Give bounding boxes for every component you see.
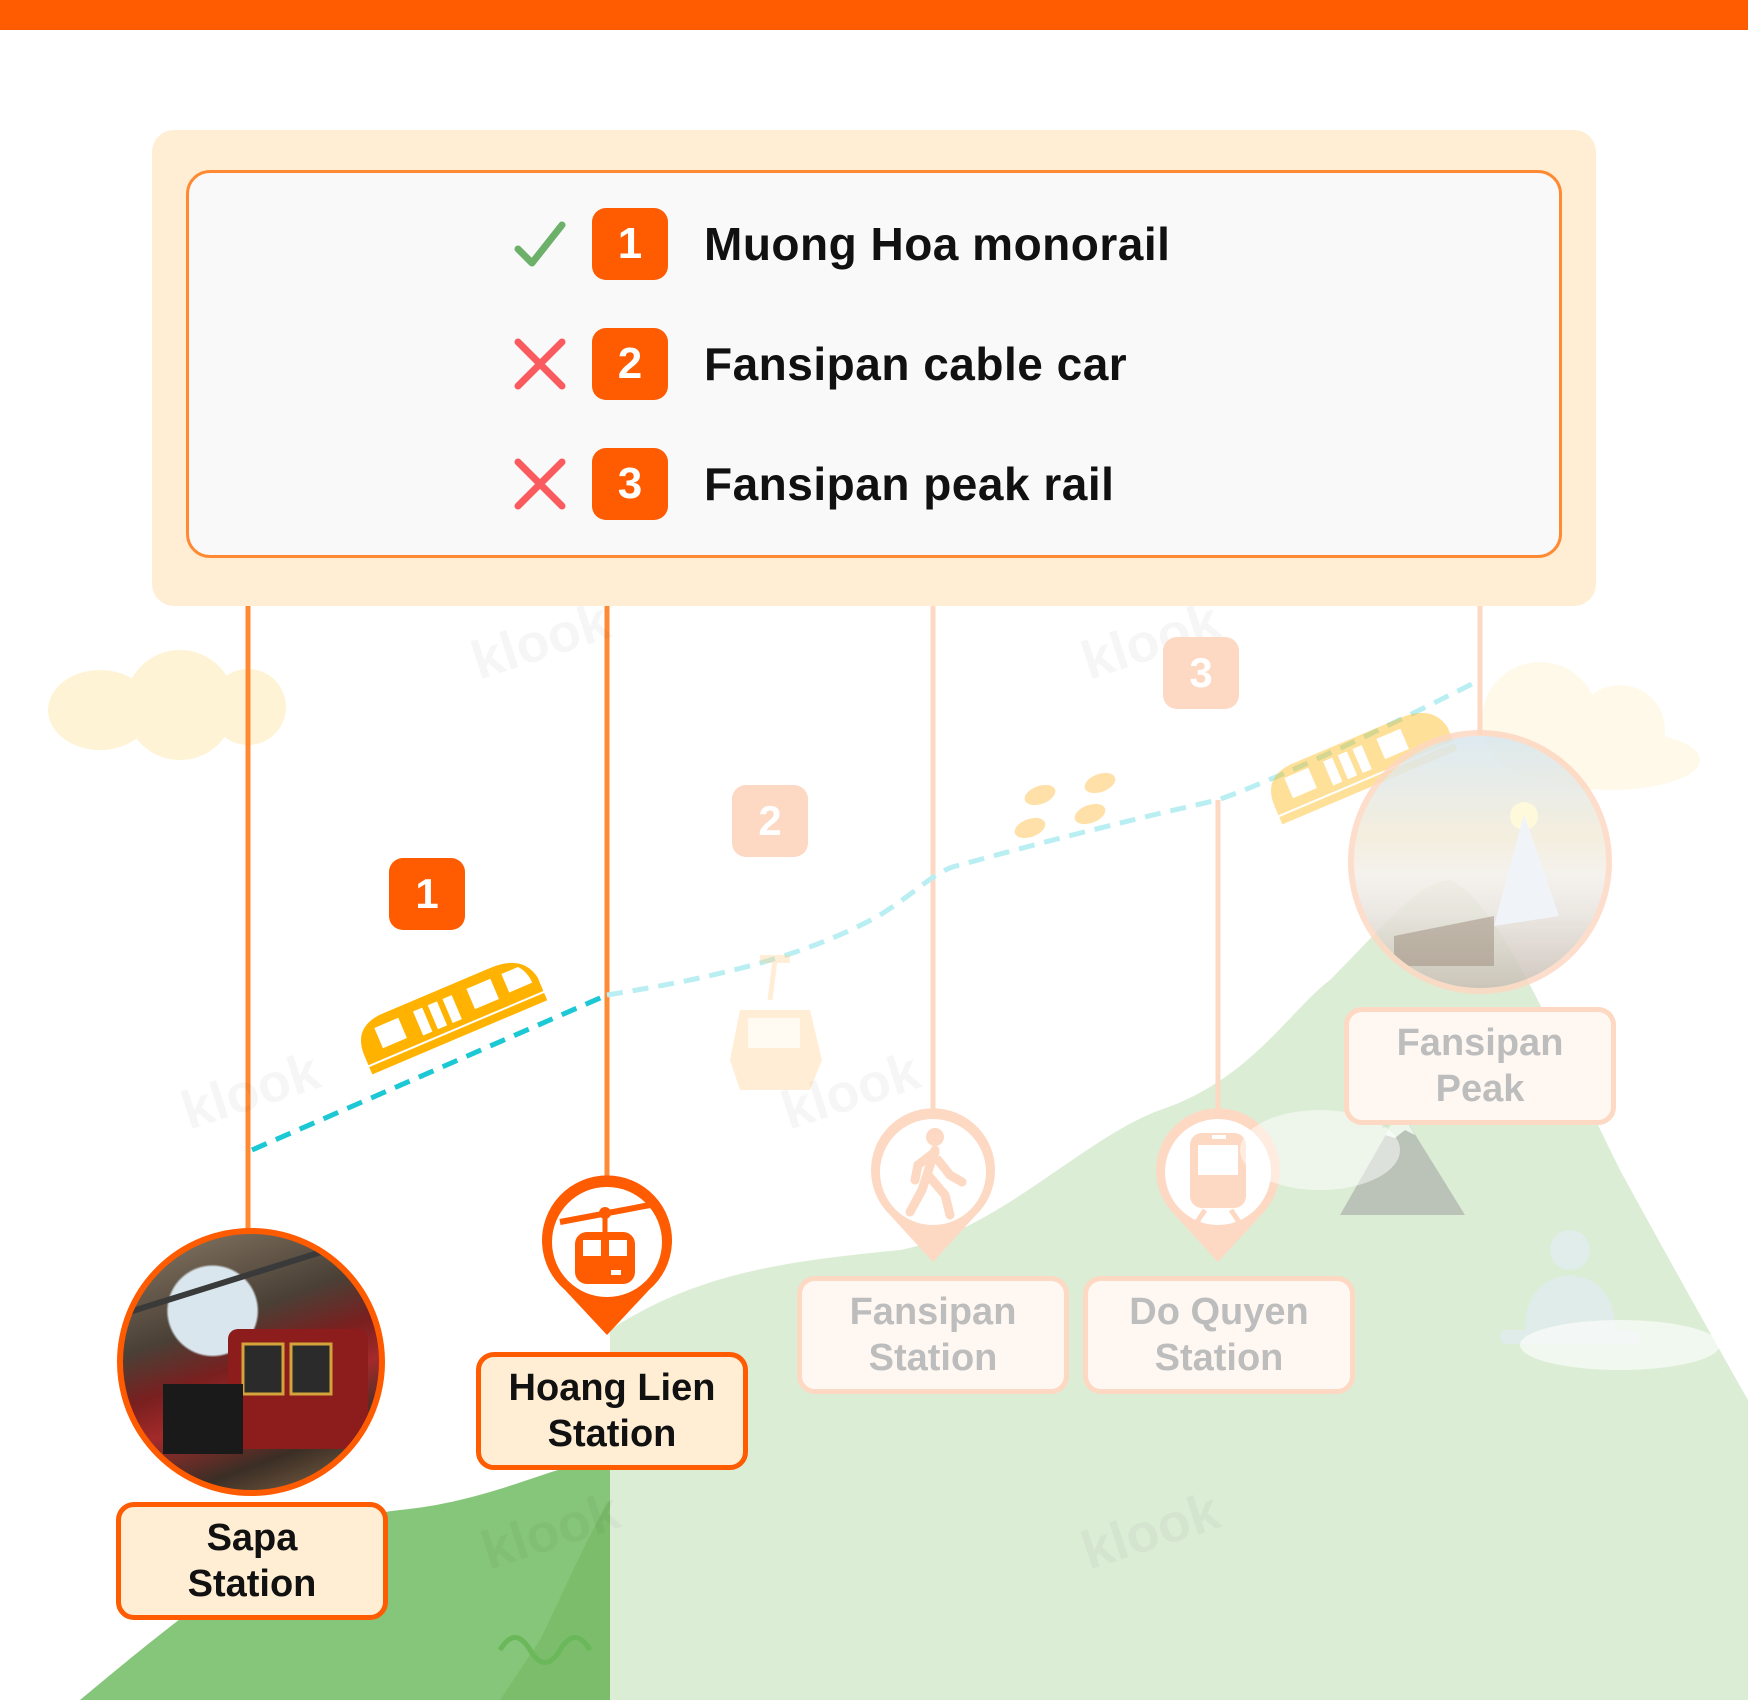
walking-person-pin-icon	[871, 1108, 995, 1262]
route-badge-3: 3	[1163, 637, 1239, 709]
route-number-badge: 3	[592, 448, 668, 520]
check-icon	[510, 214, 570, 274]
route-segments-2-3	[606, 677, 1482, 998]
route-name: Fansipan peak rail	[704, 458, 1115, 510]
route-segment-1	[250, 992, 609, 1153]
station-label-do-quyen: Do Quyen Station	[1083, 1276, 1355, 1394]
route-name: Fansipan cable car	[704, 338, 1128, 390]
legend-row-cable-car: 2 Fansipan cable car	[510, 328, 1127, 400]
footsteps-icon	[1014, 772, 1116, 839]
legend-card	[186, 170, 1562, 558]
cloud-left	[48, 650, 286, 760]
station-label-hoang-lien: Hoang Lien Station	[476, 1352, 748, 1470]
top-accent-bar	[0, 0, 1748, 30]
route-badge-1: 1	[389, 858, 465, 930]
route-badge-2: 2	[732, 785, 808, 857]
route-number-badge: 1	[592, 208, 668, 280]
cross-icon	[510, 334, 570, 394]
cable-car-faded-icon	[730, 955, 822, 1090]
station-label-sapa: Sapa Station	[116, 1502, 388, 1620]
route-number-badge: 2	[592, 328, 668, 400]
cable-car-pin-icon	[541, 1175, 672, 1335]
sapa-station-photo	[117, 1228, 385, 1496]
cross-icon	[510, 454, 570, 514]
legend-row-monorail: 1 Muong Hoa monorail	[510, 208, 1170, 280]
station-label-fansipan-station: Fansipan Station	[797, 1276, 1069, 1394]
station-label-fansipan-peak: Fansipan Peak	[1344, 1007, 1616, 1125]
legend-row-peak-rail: 3 Fansipan peak rail	[510, 448, 1114, 520]
monorail-icon	[361, 962, 548, 1075]
route-name: Muong Hoa monorail	[704, 218, 1171, 270]
fansipan-peak-photo	[1348, 730, 1612, 994]
